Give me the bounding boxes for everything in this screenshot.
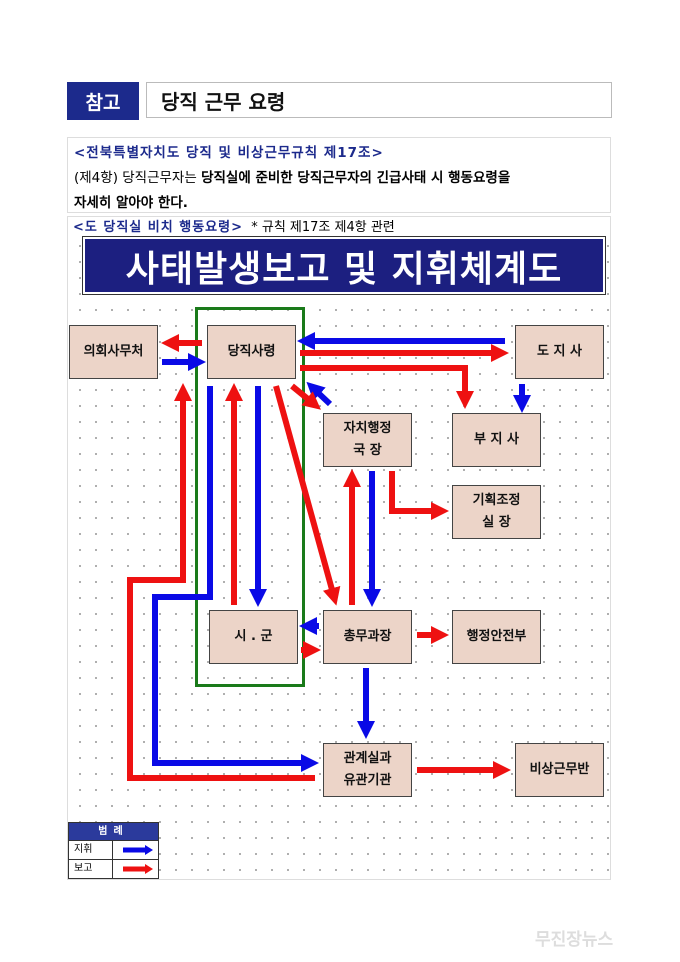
diagram-heading-title: <도 당직실 비치 행동요령>: [73, 220, 243, 235]
diagram-note: * 규칙 제17조 제4항 관련: [251, 220, 395, 235]
rule-title: <전북특별자치도 당직 및 비상근무규칙 제17조>: [74, 145, 384, 161]
node-duty-officer: 당직사령: [207, 325, 296, 379]
diagram-banner: 사태발생보고 및 지휘체계도: [82, 236, 606, 295]
arrow-related-to-duty-report: [127, 383, 315, 781]
arrow-duty-to-related: [152, 386, 319, 772]
rule-prefix: (제4항) 당직근무자는: [74, 170, 202, 186]
legend-row-command: 지휘: [69, 840, 158, 859]
legend: 범례 지휘 보고: [68, 822, 159, 879]
watermark: 무진장뉴스: [535, 930, 614, 950]
node-emergency-team: 비상근무반: [515, 743, 604, 797]
legend-command-label: 지휘: [69, 841, 113, 859]
node-autonomy-director: 자치행정 국 장: [323, 413, 412, 467]
arrow-autonomy-to-duty: [306, 381, 333, 407]
node-governor: 도 지 사: [515, 325, 604, 379]
arrow-duty-to-general: [273, 385, 341, 606]
arrow-duty-to-autonomy: [290, 383, 321, 410]
node-ministry: 행정안전부: [452, 610, 541, 664]
node-vice-governor: 부 지 사: [452, 413, 541, 467]
diagram-frame: [67, 216, 611, 880]
rule-text: (제4항) 당직근무자는 당직실에 준비한 당직근무자의 긴급사태 시 행동요령…: [74, 166, 604, 191]
node-general-affairs: 총무과장: [323, 610, 412, 664]
page-title: 당직 근무 요령: [146, 82, 612, 118]
diagram-heading: <도 당직실 비치 행동요령> * 규칙 제17조 제4항 관련: [73, 216, 395, 235]
legend-red-arrow-icon: [122, 864, 153, 874]
reference-tag: 참고: [67, 82, 139, 120]
legend-report-label: 보고: [69, 860, 113, 878]
node-related-agencies: 관계실과 유관기관: [323, 743, 412, 797]
node-city-county: 시 . 군: [209, 610, 298, 664]
rule-line2: 자세히 알아야 한다.: [74, 195, 188, 211]
legend-blue-arrow-icon: [122, 845, 153, 855]
arrow-autonomy-to-planning: [389, 471, 449, 520]
node-planning-office: 기획조정 실 장: [452, 485, 541, 539]
arrow-duty-to-vice: [300, 365, 474, 409]
rule-bold: 당직실에 준비한 당직근무자의 긴급사태 시 행동요령을: [201, 170, 511, 186]
rule-box: <전북특별자치도 당직 및 비상근무규칙 제17조> (제4항) 당직근무자는 …: [67, 137, 611, 213]
node-council: 의회사무처: [69, 325, 158, 379]
legend-title: 범례: [69, 823, 158, 840]
legend-row-report: 보고: [69, 859, 158, 878]
